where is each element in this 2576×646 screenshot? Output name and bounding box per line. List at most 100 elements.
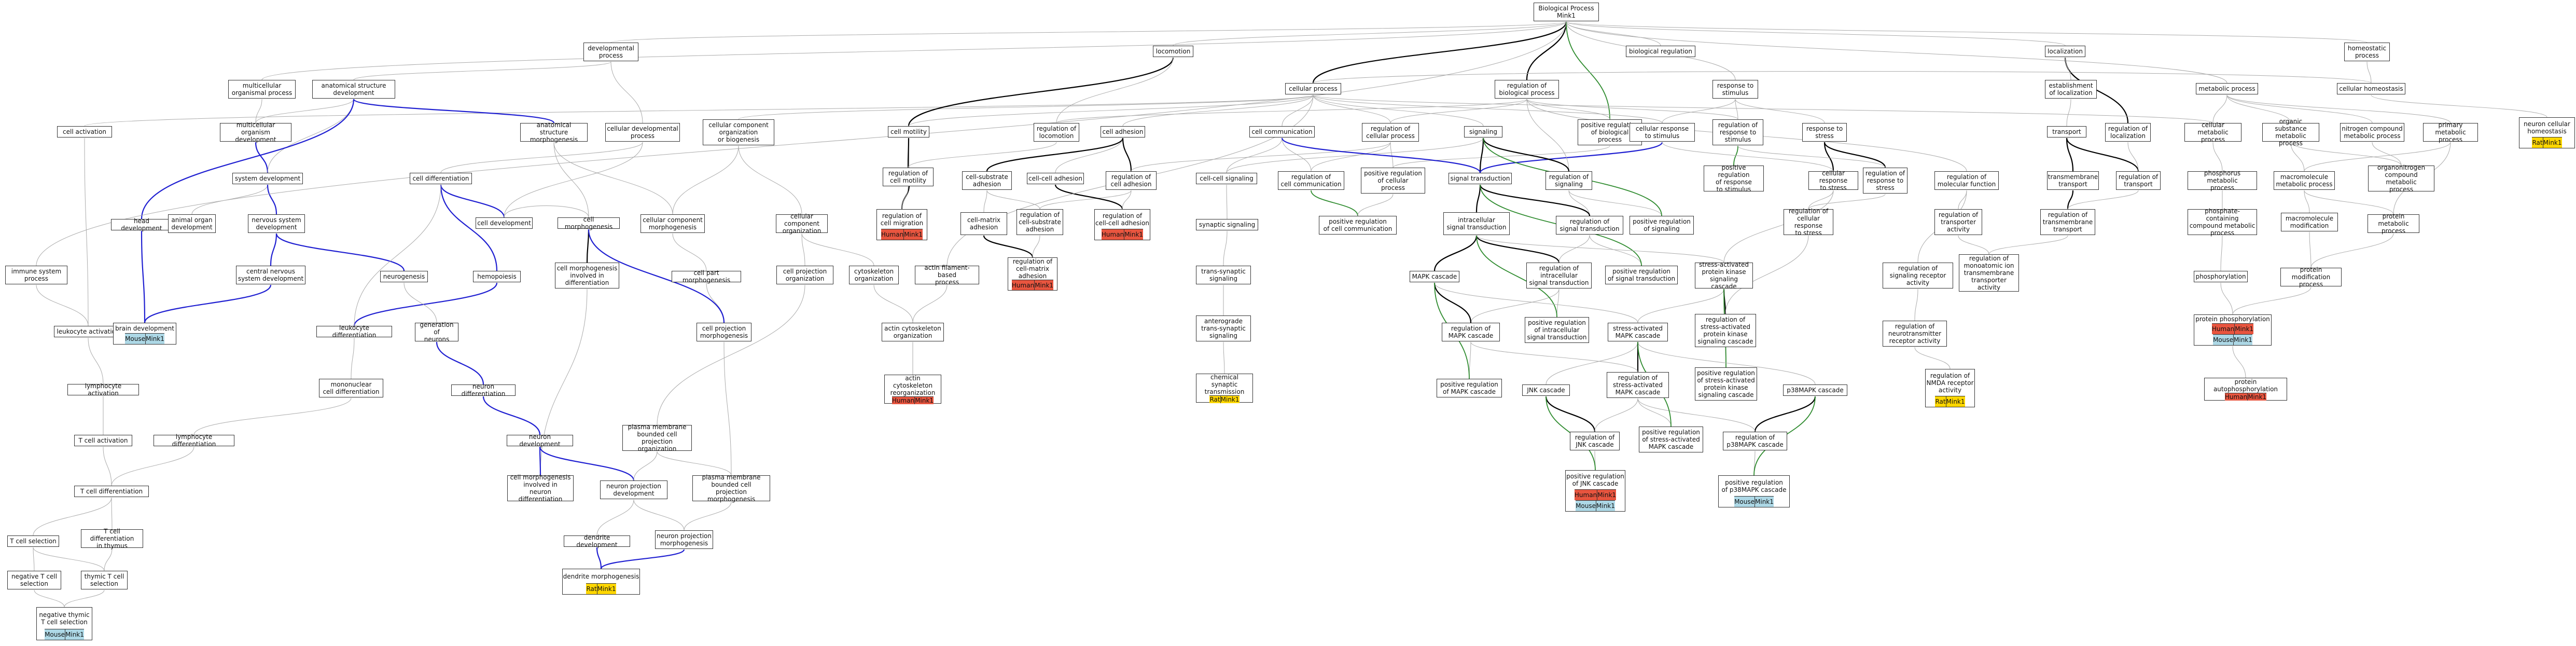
go-term-regnra[interactable]: regulation of neurotransmitter receptor …: [1883, 321, 1947, 347]
go-term-neurdev[interactable]: neuron development: [507, 433, 573, 448]
go-term-pmod[interactable]: protein modification process: [2280, 266, 2342, 288]
go-term-ats[interactable]: anterograde trans-synaptic signaling: [1196, 315, 1251, 341]
go-term-regcmot[interactable]: regulation of cell motility: [883, 168, 934, 186]
go-term-regmapk[interactable]: regulation of MAPK cascade: [1442, 323, 1500, 341]
go-term-pregccom[interactable]: positive regulation of cell communicatio…: [1319, 216, 1397, 235]
go-term-cnsd[interactable]: central nervous system development: [236, 266, 305, 284]
go-term-pccmp[interactable]: phosphate-containing compound metabolic …: [2188, 208, 2257, 237]
go-term-cadh[interactable]: cell adhesion: [1101, 126, 1145, 138]
go-term-regst[interactable]: regulation of signal transduction: [1556, 216, 1623, 235]
go-term-afbp[interactable]: actin filament-based process: [915, 264, 979, 286]
go-term-cdev[interactable]: cell development: [476, 217, 533, 229]
go-term-tcsel[interactable]: T cell selection: [7, 535, 59, 547]
go-term-cma[interactable]: cell-matrix adhesion: [960, 212, 1007, 235]
go-term-bp[interactable]: Biological Process Mink1: [1534, 3, 1599, 21]
go-term-pregist[interactable]: positive regulation of intracellular sig…: [1525, 317, 1589, 343]
go-term-isp[interactable]: immune system process: [5, 266, 67, 284]
go-term-nsd[interactable]: nervous system development: [248, 214, 305, 233]
go-term-sig[interactable]: signaling: [1464, 126, 1502, 138]
go-term-phos[interactable]: phosphorylation: [2194, 271, 2248, 282]
go-term-rts[interactable]: response to stimulus: [1712, 80, 1758, 99]
go-term-phmp[interactable]: phosphorus metabolic process: [2188, 170, 2257, 191]
go-term-cmorph[interactable]: cell morphogenesis: [558, 216, 620, 230]
go-term-cpo[interactable]: cell projection organization: [776, 266, 833, 284]
go-term-regp38[interactable]: regulation of p38MAPK cascade: [1723, 432, 1787, 450]
go-term-ntcs[interactable]: negative T cell selection: [7, 571, 61, 589]
go-term-sapk[interactable]: stress-activated protein kinase signalin…: [1695, 261, 1753, 290]
go-term-regtransport[interactable]: regulation of transport: [2116, 171, 2161, 190]
go-term-loco[interactable]: locomotion: [1153, 46, 1193, 57]
go-term-cpm[interactable]: cell part morphogenesis: [672, 269, 741, 284]
go-term-pregsig[interactable]: positive regulation of signaling: [1630, 216, 1694, 235]
go-term-npm[interactable]: neuron projection morphogenesis: [655, 530, 713, 549]
go-term-headdev[interactable]: head development: [111, 217, 172, 232]
go-term-ccadh[interactable]: cell-cell adhesion: [1027, 173, 1084, 184]
go-term-npd[interactable]: neuron projection development: [600, 480, 667, 499]
go-term-pregrts[interactable]: positive regulation of response to stimu…: [1704, 164, 1764, 193]
go-term-regbp[interactable]: regulation of biological process: [1495, 80, 1559, 99]
go-term-rrts[interactable]: regulation of response to stimulus: [1712, 119, 1763, 145]
go-term-pmp[interactable]: primary metabolic process: [2423, 121, 2478, 143]
go-term-biolreg[interactable]: biological regulation: [1626, 46, 1695, 57]
go-term-lymact[interactable]: lymphocyte activation: [67, 382, 139, 397]
go-term-cso[interactable]: cytoskeleton organization: [849, 266, 899, 284]
go-term-leukact[interactable]: leukocyte activation: [54, 326, 122, 337]
go-term-metab[interactable]: metabolic process: [2196, 83, 2258, 94]
go-term-regjnk[interactable]: regulation of JNK cascade: [1570, 432, 1620, 450]
go-term-ist[interactable]: intracellular signal transduction: [1443, 212, 1510, 235]
go-term-pmbcpm[interactable]: plasma membrane bounded cell projection …: [692, 474, 770, 503]
go-term-pregmapk[interactable]: positive regulation of MAPK cascade: [1437, 379, 1502, 397]
go-term-tcdthy[interactable]: T cell differentiation in thymus: [81, 528, 143, 549]
go-term-cco[interactable]: cellular component organization: [776, 213, 828, 235]
go-term-neurdiff[interactable]: neuron differentiation: [451, 383, 516, 397]
go-term-synsig[interactable]: synaptic signaling: [1196, 219, 1258, 230]
go-term-regloco[interactable]: regulation of locomotion: [1034, 123, 1079, 142]
go-term-tytcs[interactable]: thymic T cell selection: [81, 571, 128, 589]
go-term-dendev[interactable]: dendrite development: [564, 534, 630, 548]
go-term-regccom[interactable]: regulation of cell communication: [1278, 171, 1344, 190]
go-term-loc[interactable]: localization: [2045, 46, 2085, 57]
go-term-cmot[interactable]: cell motility: [888, 126, 929, 138]
go-term-regloc[interactable]: regulation of localization: [2105, 123, 2151, 142]
go-term-mm[interactable]: macromolecule modification: [2281, 213, 2338, 231]
go-term-mmp[interactable]: macromolecule metabolic process: [2274, 171, 2335, 190]
go-term-jnk[interactable]: JNK cascade: [1522, 384, 1570, 396]
go-term-crstress[interactable]: cellular response to stress: [1808, 170, 1858, 191]
go-term-pmbcp[interactable]: plasma membrane bounded cell projection …: [622, 423, 692, 452]
go-term-asd[interactable]: anatomical structure development: [312, 80, 395, 99]
go-term-osmp[interactable]: organic substance metabolic process: [2262, 118, 2319, 147]
go-term-p38[interactable]: p38MAPK cascade: [1783, 384, 1847, 396]
go-term-regrtstress[interactable]: regulation of response to stress: [1863, 168, 1907, 194]
go-term-pregsamapk[interactable]: positive regulation of stress-activated …: [1639, 427, 1703, 452]
go-term-lymdiff[interactable]: lymphocyte differentiation: [154, 433, 234, 448]
go-term-chom[interactable]: cellular homeostasis: [2337, 83, 2405, 94]
go-term-monodiff[interactable]: mononuclear cell differentiation: [319, 379, 383, 397]
go-term-mcop[interactable]: multicellular organismal process: [228, 80, 296, 99]
go-term-ccsig[interactable]: cell-cell signaling: [1196, 173, 1257, 184]
go-term-tss[interactable]: trans-synaptic signaling: [1196, 266, 1251, 284]
go-term-regcadh[interactable]: regulation of cell adhesion: [1106, 171, 1157, 190]
go-term-ccob[interactable]: cellular component organization or bioge…: [703, 119, 774, 145]
go-term-sysdev[interactable]: system development: [232, 173, 303, 184]
go-term-regmf[interactable]: regulation of molecular function: [1934, 171, 1999, 190]
go-term-neurogen[interactable]: neurogenesis: [380, 271, 428, 282]
go-term-acso[interactable]: actin cytoskeleton organization: [882, 323, 944, 341]
go-term-aod[interactable]: animal organ development: [168, 214, 216, 233]
go-term-regcsa[interactable]: regulation of cell-substrate adhesion: [1017, 209, 1063, 235]
go-term-rtstress[interactable]: response to stress: [1802, 123, 1847, 142]
go-term-tcact[interactable]: T cell activation: [74, 435, 132, 446]
go-term-regsrta[interactable]: regulation of signaling receptor activit…: [1883, 263, 1953, 288]
go-term-cmnd[interactable]: cell morphogenesis involved in neuron di…: [507, 474, 574, 503]
go-term-transport[interactable]: transport: [2047, 126, 2086, 138]
